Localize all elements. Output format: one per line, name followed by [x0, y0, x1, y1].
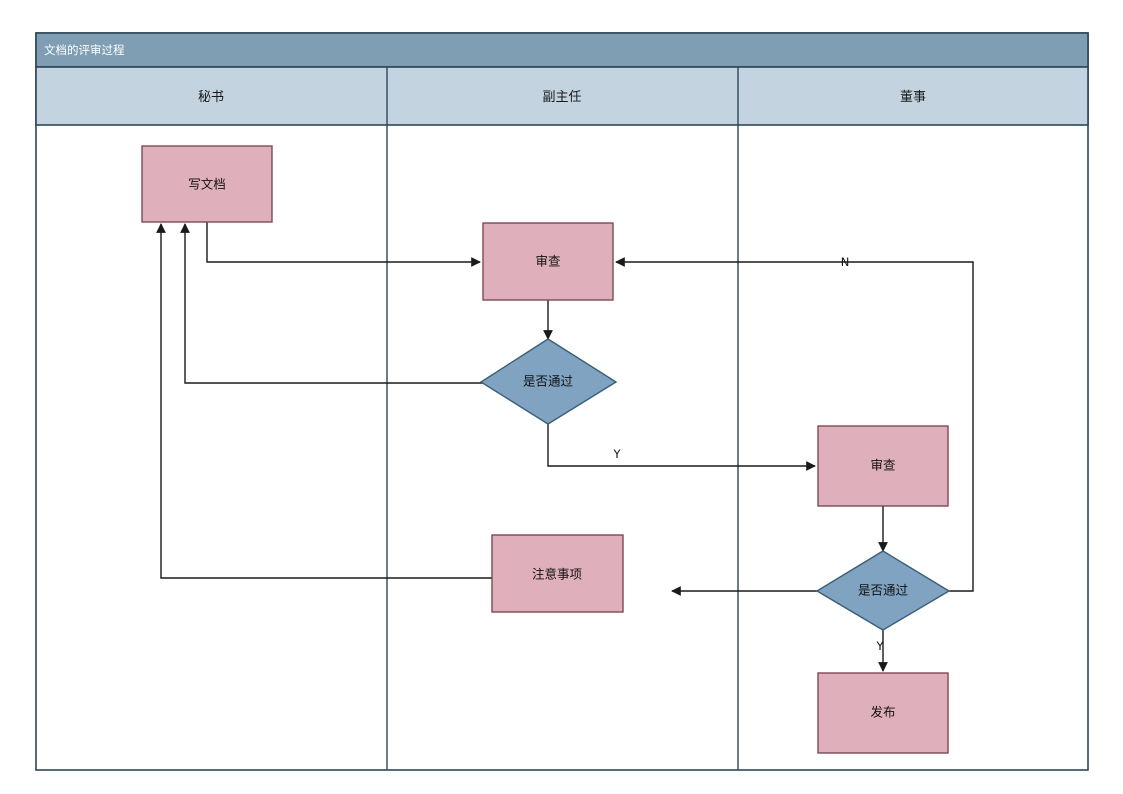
- node-review-deputy-label: 审查: [535, 254, 561, 269]
- node-write-doc[interactable]: 写文档: [141, 145, 273, 223]
- edge-label-n: N: [841, 255, 850, 269]
- pool-frame: 文档的评审过程 秘书 副主任 董事: [35, 32, 1089, 771]
- node-decision-director[interactable]: 是否通过: [815, 550, 951, 631]
- edge-label-y-deputy: Y: [612, 447, 621, 461]
- node-write-doc-label: 写文档: [188, 177, 226, 192]
- node-write-doc-shape[interactable]: [141, 145, 273, 223]
- node-publish[interactable]: 发布: [817, 672, 949, 754]
- edge-write-to-review-deputy: [206, 222, 481, 267]
- node-review-director[interactable]: 审查: [817, 425, 949, 507]
- nodes: 写文档 审查 是否通过 注意事项 审查: [141, 145, 951, 754]
- pool-title-label: 文档的评审过程: [44, 43, 125, 57]
- edge-label-y-director: Y: [875, 639, 884, 653]
- node-decision-deputy[interactable]: 是否通过: [479, 338, 618, 425]
- node-decision-director-label: 是否通过: [858, 583, 909, 598]
- node-publish-shape[interactable]: [817, 672, 949, 754]
- edge-decision-deputy-no-to-write: [180, 223, 483, 384]
- node-notes[interactable]: 注意事项: [491, 534, 624, 613]
- node-decision-deputy-shape[interactable]: [479, 338, 618, 425]
- connectors: [156, 222, 974, 672]
- node-publish-label: 发布: [870, 705, 895, 720]
- node-decision-deputy-label: 是否通过: [523, 374, 574, 389]
- node-review-director-label: 审查: [870, 458, 896, 473]
- edge-decision-director-no-to-review-deputy: [615, 257, 974, 592]
- edge-notes-to-write-doc: [156, 223, 492, 579]
- node-review-deputy[interactable]: 审查: [482, 222, 614, 301]
- lane-title-director: 董事: [900, 90, 926, 105]
- lane-title-secretary: 秘书: [198, 90, 224, 105]
- node-review-deputy-shape[interactable]: [482, 222, 614, 301]
- node-decision-director-shape[interactable]: [815, 550, 951, 631]
- lane-title-deputy-director: 副主任: [542, 90, 581, 105]
- edge-decision-deputy-yes-to-review-director: [547, 424, 816, 471]
- edge-labels: N Y Y: [612, 255, 884, 653]
- node-review-director-shape[interactable]: [817, 425, 949, 507]
- lane-header-band: [35, 66, 1089, 126]
- node-notes-label: 注意事项: [532, 567, 582, 582]
- pool-title-bar: [35, 32, 1089, 68]
- node-notes-shape[interactable]: [491, 534, 624, 613]
